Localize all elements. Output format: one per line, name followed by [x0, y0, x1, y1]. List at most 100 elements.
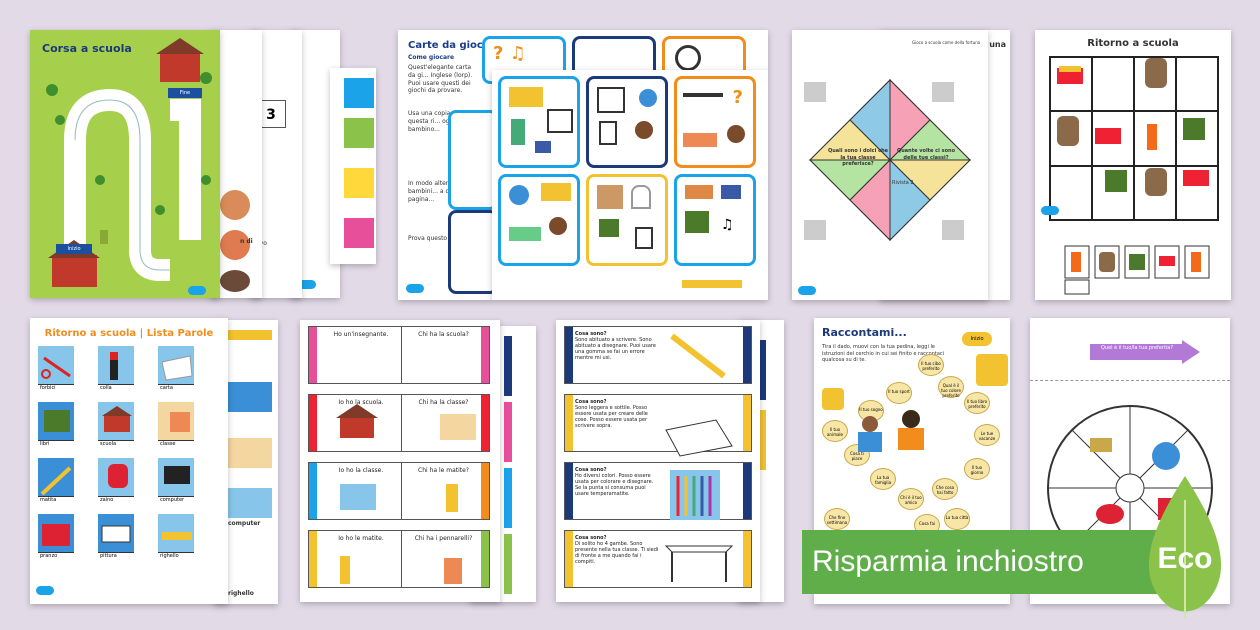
- card-tile: ?: [674, 76, 756, 168]
- domino-card: Io ho le matite. Chi ha i pennarelli?: [308, 530, 490, 588]
- step-text: Quest'elegante carta da gi... Inglese (l…: [408, 64, 473, 95]
- bingo-grid: [1049, 56, 1219, 221]
- step-text: In modo alternato i bambini... a questa …: [408, 180, 466, 203]
- bubble: Il tuo libro preferito: [964, 392, 990, 414]
- riddle-text: Cosa sono?Sono leggera e sottile. Posso …: [575, 399, 648, 429]
- side-text: n di: [240, 238, 253, 245]
- bubble: Che fine settimana: [824, 508, 850, 530]
- domino-card: Ho un'insegnante. Chi ha la scuola?: [308, 326, 490, 384]
- bubble: Qual è il tuo colore preferito: [938, 376, 964, 398]
- bubble: Le tue vacanze: [974, 424, 1000, 446]
- card-tile: [498, 76, 580, 168]
- sheet-title: Gioco a scuola come della fortuna: [912, 40, 981, 45]
- domino-card: Io ho la scuola. Chi ha la classe?: [308, 394, 490, 452]
- board-title: Raccontami...: [822, 326, 907, 339]
- word-label: matita: [38, 496, 74, 506]
- domino-left-text: Ho un'insegnante.: [333, 331, 389, 338]
- twinkl-logo-icon: [1041, 206, 1059, 215]
- riddle-text: Cosa sono?Sono abituato a scrivere. Sono…: [575, 331, 656, 361]
- card-tile: [586, 174, 668, 266]
- card-tile: [448, 110, 498, 210]
- card-tile: [586, 76, 668, 168]
- question-text: Quante volte ci sono delle tue classi?: [896, 148, 956, 161]
- bubble: La tua città: [944, 508, 970, 530]
- side-word: computer: [228, 520, 261, 527]
- word-label: zaino: [98, 496, 134, 506]
- domino-card: Io ho la classe. Chi ha le matite?: [308, 462, 490, 520]
- word-label: colla: [98, 384, 134, 394]
- teacher-avatar: [902, 410, 920, 428]
- bubble: La tua famiglia: [870, 468, 896, 490]
- eco-banner: Risparmia inchiostro: [802, 530, 1206, 594]
- step-text: Usa una copia di questa ri... ogni bambi…: [408, 110, 458, 133]
- eco-leaf-icon: Eco: [1130, 470, 1240, 620]
- word-label: carta: [158, 384, 194, 394]
- word-label: righello: [158, 552, 194, 562]
- fortune-teller-icon: [804, 78, 972, 242]
- card-tile: ♫: [674, 174, 756, 266]
- riddle-text: Cosa sono?Di solito ho 4 gambe. Sono pre…: [575, 535, 659, 565]
- ruler-icon: [682, 280, 742, 288]
- riddle-card: Cosa sono?Sono abituato a scrivere. Sono…: [564, 326, 752, 384]
- board-instructions: Tira il dado, muovi con la tua pedina, l…: [822, 344, 945, 363]
- side-word: righello: [228, 590, 254, 597]
- bubble: Il tuo animale: [822, 420, 848, 442]
- bingo-items-icon: [1057, 58, 1210, 295]
- fortune-teller-sheet: Gioco a scuola come della fortuna Quali …: [792, 30, 988, 300]
- arrow-banner: Quel è il tuo/la tua preferita?: [1090, 340, 1200, 364]
- domino-left-text: Io ho la classe.: [338, 467, 384, 474]
- end-label: Fine: [168, 88, 202, 98]
- avatar: [220, 270, 250, 292]
- start-label: Inizio: [56, 244, 92, 254]
- teacher-avatar: [898, 428, 924, 450]
- question-text: Quali sono i dolci che la tua classe pre…: [828, 148, 889, 167]
- dice-icon: [822, 388, 844, 410]
- eco-badge-text: Eco: [1157, 542, 1213, 575]
- eco-banner-text: Risparmia inchiostro: [812, 545, 1084, 578]
- word-label: pittura: [98, 552, 134, 562]
- twinkl-logo-icon: [36, 586, 54, 595]
- domino-right-text: Chi ha le matite?: [401, 463, 485, 519]
- avatar: [220, 190, 250, 220]
- cut-line: [1030, 380, 1230, 381]
- color-strip-card: [330, 68, 376, 264]
- label: Rivista 2: [892, 180, 914, 186]
- word-label: pranzo: [38, 552, 74, 562]
- word-label: forbici: [38, 384, 74, 394]
- bingo-sheet: Ritorno a scuola: [1035, 30, 1231, 300]
- riddle-card: Cosa sono?Di solito ho 4 gambe. Sono pre…: [564, 530, 752, 588]
- child-avatar: [862, 416, 878, 432]
- word-label: computer: [158, 496, 194, 506]
- word-label: classe: [158, 440, 194, 450]
- bubble: Il tuo cibo preferito: [918, 354, 944, 376]
- domino-right-text: Chi ha i pennarelli?: [401, 531, 485, 587]
- child-avatar: [858, 432, 882, 452]
- bubble: Che cosa hai fatto: [932, 478, 958, 500]
- domino-sheet: Ho un'insegnante. Chi ha la scuola? Io h…: [300, 320, 500, 602]
- domino-left-text: Io ho le matite.: [338, 535, 384, 542]
- start-label: Inizio: [962, 332, 992, 346]
- lista-parole-sheet: Ritorno a scuola | Lista Parole forbici …: [30, 318, 228, 604]
- board-title: Corsa a scuola: [42, 42, 132, 55]
- twinkl-logo-icon: [406, 284, 424, 293]
- sheet-subtitle: Come giocare: [408, 54, 455, 61]
- dice-icon: [976, 354, 1008, 386]
- riddle-card: Cosa sono?Sono leggera e sottile. Posso …: [564, 394, 752, 452]
- race-track-icon: [46, 38, 212, 287]
- word-label: libri: [38, 440, 74, 450]
- riddle-text: Cosa sono?Ho diversi colori. Posso esser…: [575, 467, 654, 497]
- card-tile: [448, 210, 498, 294]
- avatar: [220, 230, 250, 260]
- twinkl-logo-icon: [798, 286, 816, 295]
- bubble: Chi è il tuo amico: [898, 488, 924, 510]
- corsa-a-scuola-board: Corsa a scuola Fine Inizio: [30, 30, 220, 298]
- cards-front-sheet: ? ♫: [492, 70, 768, 300]
- sheet-title: Ritorno a scuola | Lista Parole: [44, 328, 214, 339]
- cosa-sono-sheet: Cosa sono?Sono abituato a scrivere. Sono…: [556, 320, 760, 602]
- riddle-card: Cosa sono?Ho diversi colori. Posso esser…: [564, 462, 752, 520]
- step-text: Prova questo variante...: [408, 235, 480, 242]
- sheet-title: Ritorno a scuola: [1087, 38, 1179, 49]
- domino-left-text: Io ho la scuola.: [338, 399, 384, 406]
- card-tile: [498, 174, 580, 266]
- domino-right-text: Chi ha la scuola?: [401, 327, 485, 383]
